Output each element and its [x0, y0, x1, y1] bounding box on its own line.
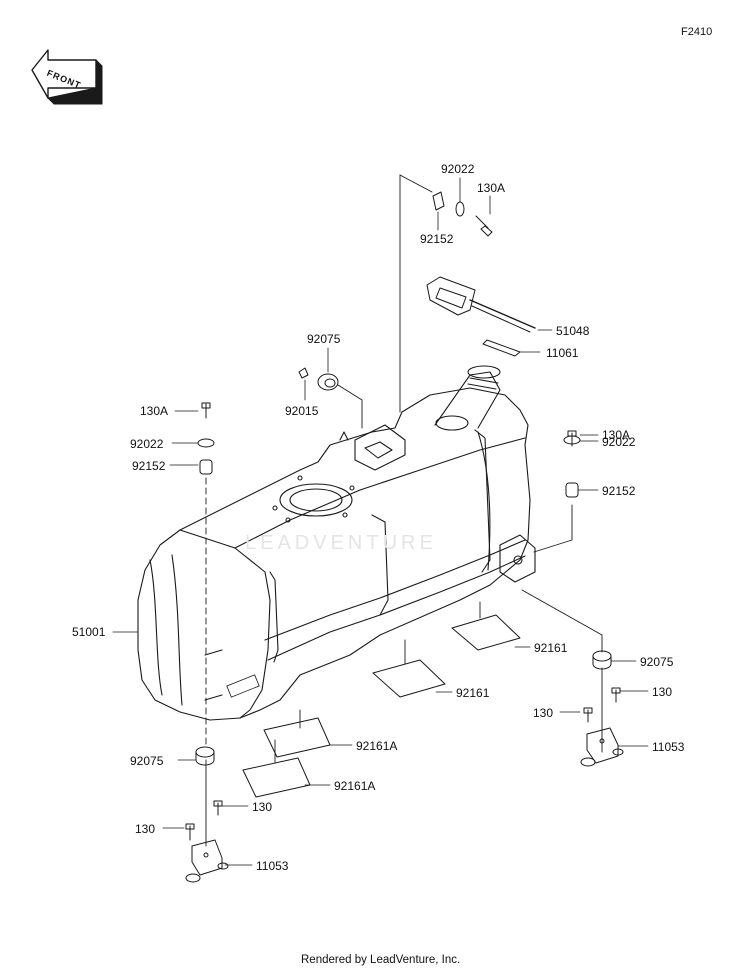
callout-92075-top: 92075 [307, 332, 341, 346]
callout-130A-left: 130A [140, 404, 169, 418]
footer-credit: Rendered by LeadVenture, Inc. [301, 954, 461, 966]
callout-130-right-b: 130 [533, 706, 554, 720]
callout-130-right-a: 130 [652, 685, 673, 699]
callout-92022-right: 92022 [602, 435, 636, 449]
callout-92022-top: 92022 [441, 162, 475, 176]
watermark: LEADVENTURE [245, 532, 437, 554]
callout-92161A-lower: 92161A [334, 779, 376, 793]
callout-92075-left: 92075 [130, 754, 164, 768]
callout-130A-right: 130A [602, 428, 631, 442]
grommet-92075-top [298, 367, 339, 391]
right-fasteners [563, 430, 581, 498]
callout-92022-left: 92022 [130, 437, 164, 451]
callout-92161-upper: 92161 [534, 641, 568, 655]
pad-92161-lower [372, 659, 446, 698]
callout-11061: 11061 [546, 346, 579, 360]
callout-92152-left: 92152 [132, 459, 166, 473]
callout-92152-right: 92152 [602, 484, 636, 498]
leader-lines [112, 177, 649, 866]
callout-92075-right: 92075 [640, 655, 674, 669]
callout-92015: 92015 [285, 404, 319, 418]
callout-130-left-b: 130 [135, 822, 156, 836]
callout-92161A-upper: 92161A [356, 739, 398, 753]
top-fasteners [432, 191, 493, 237]
diagram-code: F2410 [681, 26, 713, 38]
front-arrow-icon [31, 49, 103, 105]
bracket-11053-right [580, 687, 624, 767]
grommet-92075-right [592, 650, 612, 670]
fuel-tank-51001 [137, 365, 536, 721]
grommet-92075-left [195, 746, 215, 766]
pad-92161A-upper [263, 717, 331, 758]
callout-130-left-a: 130 [252, 800, 273, 814]
fuel-cap-51048 [426, 276, 536, 333]
pad-92161A-lower [242, 757, 311, 798]
bracket-11053-left [185, 800, 229, 883]
callout-11053-left: 11053 [256, 859, 289, 873]
callout-92152-top: 92152 [420, 232, 454, 246]
callout-130A-top: 130A [477, 181, 506, 195]
callout-51048: 51048 [556, 324, 590, 338]
callout-11053-right: 11053 [652, 740, 685, 754]
guide-lines [205, 174, 603, 847]
gasket-11061 [482, 339, 521, 357]
left-fasteners [197, 402, 215, 475]
callout-51001: 51001 [72, 625, 106, 639]
callout-92161-lower: 92161 [456, 686, 490, 700]
pad-92161-upper [451, 614, 521, 651]
